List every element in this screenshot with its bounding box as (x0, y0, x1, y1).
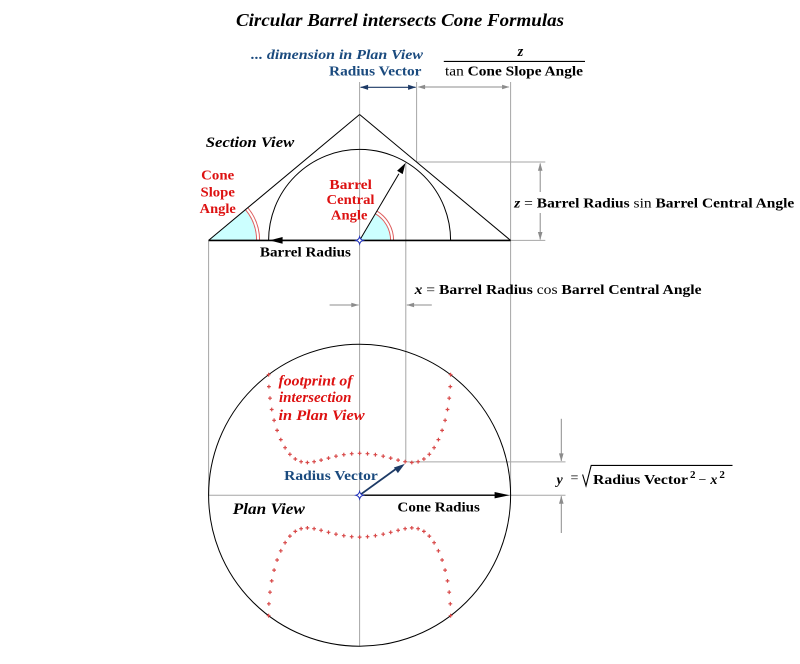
svg-text:Central: Central (327, 192, 375, 207)
svg-text:intersection: intersection (279, 390, 352, 406)
svg-text:y: y (555, 473, 564, 488)
svg-text:footprint of: footprint of (279, 374, 355, 390)
svg-text:... dimension in Plan View: ... dimension in Plan View (251, 48, 424, 63)
svg-text:Slope: Slope (201, 184, 235, 199)
svg-text:Radius Vector: Radius Vector (329, 64, 422, 79)
svg-text:Cone Radius: Cone Radius (397, 501, 480, 516)
svg-text:Section View: Section View (206, 135, 296, 151)
svg-text:=: = (571, 471, 579, 486)
svg-text:Barrel: Barrel (329, 177, 372, 192)
svg-text:Barrel Radius: Barrel Radius (260, 244, 352, 259)
svg-text:tan Cone Slope Angle: tan Cone Slope Angle (445, 65, 583, 80)
svg-text:x = Barrel Radius cos Barrel C: x = Barrel Radius cos Barrel Central Ang… (413, 283, 701, 298)
svg-text:Cone: Cone (201, 168, 234, 183)
svg-text:Radius Vector: Radius Vector (284, 469, 378, 484)
svg-text:z = Barrel Radius sin Barrel C: z = Barrel Radius sin Barrel Central Ang… (513, 196, 794, 211)
svg-text:z: z (517, 44, 524, 60)
svg-text:Angle: Angle (200, 201, 236, 216)
svg-text:Angle: Angle (331, 208, 368, 223)
svg-text:Plan View: Plan View (232, 501, 305, 518)
svg-text:in Plan View: in Plan View (279, 408, 366, 424)
svg-text:Circular Barrel intersects Con: Circular Barrel intersects Cone Formulas (236, 10, 564, 30)
